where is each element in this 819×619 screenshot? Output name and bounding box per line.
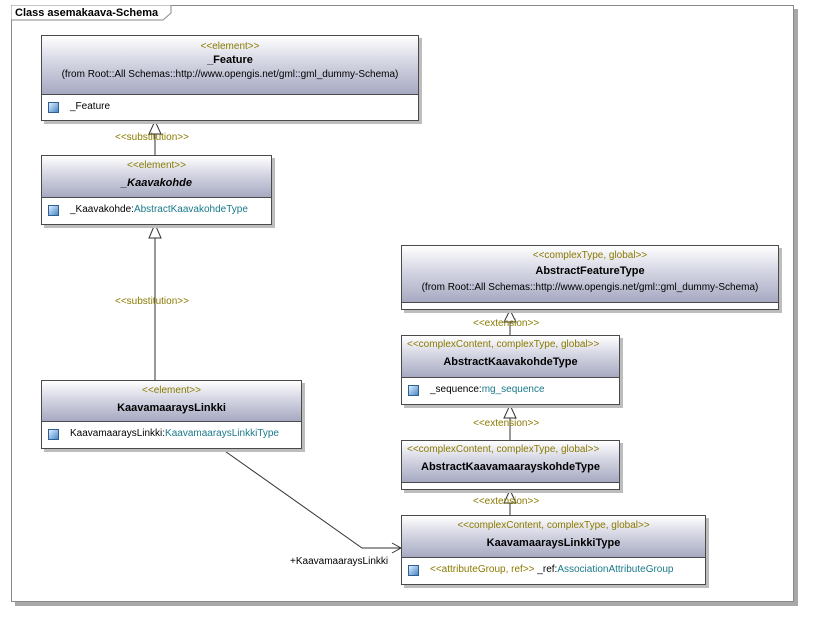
substitution-label-1: <<substitution>> <box>115 132 189 143</box>
substitution-arrowhead-2 <box>148 222 162 239</box>
substitution-arrowhead-1 <box>148 119 162 135</box>
class-feature-from: (from Root::All Schemas::http://www.open… <box>61 69 399 80</box>
class-kaavamaarayslinkki[interactable]: <<element>> KaavamaaraysLinkki Kaavamaar… <box>41 380 302 449</box>
attribute-icon <box>48 205 59 216</box>
class-kaavamaarayslinkkitype-attribute-stereotype: <<attributeGroup, ref>> <box>430 564 535 575</box>
class-feature-stereotype: <<element>> <box>200 41 260 52</box>
class-kaavamaarayslinkkitype-name: KaavamaaraysLinkkiType <box>486 537 621 549</box>
class-abstractkaavakohdetype-attribute-name: _sequence: <box>430 384 482 395</box>
class-abstractfeaturetype-name: AbstractFeatureType <box>535 265 645 277</box>
class-kaavakohde-stereotype: <<element>> <box>127 160 186 171</box>
class-kaavakohde-attribute: _Kaavakohde:AbstractKaavakohdeType <box>42 198 271 223</box>
class-abstractkaavakohdetype-attribute-type: mg_sequence <box>481 384 545 395</box>
class-kaavamaarayslinkkitype-attribute-name: _ref: <box>537 564 558 575</box>
class-kaavakohde-name: _Kaavakohde <box>121 177 192 189</box>
class-kaavamaarayslinkkitype[interactable]: <<complexContent, complexType, global>> … <box>401 515 706 585</box>
class-abstractkaavakohdetype-stereotype: <<complexContent, complexType, global>> <box>407 339 600 350</box>
frame-title-tab <box>11 5 172 21</box>
association-role-label: +KaavamaaraysLinkki <box>290 556 389 567</box>
class-abstractfeaturetype-stereotype: <<complexType, global>> <box>532 250 648 261</box>
class-kaavakohde-attribute-name: _Kaavakohde: <box>70 204 134 215</box>
attribute-icon <box>48 429 59 440</box>
class-abstractkaavakohdetype-attribute: _sequence:mg_sequence <box>402 378 619 403</box>
class-kaavamaarayslinkkitype-stereotype: <<complexContent, complexType, global>> <box>457 520 650 531</box>
class-abstractkaavamaarayskohdetype-stereotype: <<complexContent, complexType, global>> <box>407 444 600 455</box>
class-feature-attribute-text: _Feature <box>70 101 111 112</box>
class-abstractkaavakohdetype[interactable]: <<complexContent, complexType, global>> … <box>401 335 620 405</box>
class-kaavamaarayslinkki-attribute-type: KaavamaaraysLinkkiType <box>165 428 279 439</box>
extension-arrowhead-2 <box>503 403 517 419</box>
class-abstractkaavakohdetype-name: AbstractKaavakohdeType <box>443 356 578 368</box>
extension-label-2: <<extension>> <box>473 418 540 429</box>
class-feature[interactable]: <<element>> _Feature (from Root::All Sch… <box>41 35 419 121</box>
class-kaavakohde-attribute-type: AbstractKaavakohdeType <box>133 204 248 215</box>
class-abstractfeaturetype-from: (from Root::All Schemas::http://www.open… <box>421 282 759 293</box>
class-abstractkaavamaarayskohdetype[interactable]: <<complexContent, complexType, global>> … <box>401 440 620 490</box>
frame-title: Class asemakaava-Schema <box>15 7 159 19</box>
attribute-icon <box>408 385 419 396</box>
class-abstractkaavakohdetype-header: <<complexContent, complexType, global>> … <box>402 336 619 378</box>
class-feature-name: _Feature <box>207 54 253 66</box>
class-feature-attribute: _Feature <box>42 95 418 120</box>
class-kaavamaarayslinkkitype-attribute-type: AssociationAttributeGroup <box>557 564 674 575</box>
class-abstractkaavamaarayskohdetype-name: AbstractKaavamaarayskohdeType <box>421 461 600 473</box>
class-kaavamaarayslinkki-name: KaavamaaraysLinkki <box>117 402 226 414</box>
extension-arrowhead-3 <box>503 488 517 504</box>
class-kaavakohde[interactable]: <<element>> _Kaavakohde _Kaavakohde:Abst… <box>41 155 272 225</box>
class-kaavamaarayslinkki-header: <<element>> KaavamaaraysLinkki <box>42 381 301 422</box>
attribute-icon <box>48 102 59 113</box>
extension-label-1: <<extension>> <box>473 318 540 329</box>
class-abstractkaavamaarayskohdetype-compartment <box>402 483 619 490</box>
extension-label-3: <<extension>> <box>473 496 540 507</box>
class-kaavamaarayslinkki-stereotype: <<element>> <box>142 385 201 396</box>
class-abstractfeaturetype-header: <<complexType, global>> AbstractFeatureT… <box>402 246 778 303</box>
class-abstractkaavamaarayskohdetype-header: <<complexContent, complexType, global>> … <box>402 441 619 483</box>
association-line <box>221 448 401 549</box>
class-feature-header: <<element>> _Feature (from Root::All Sch… <box>42 36 418 95</box>
class-kaavamaarayslinkki-attribute: KaavamaaraysLinkki:KaavamaaraysLinkkiTyp… <box>42 422 301 447</box>
class-abstractfeaturetype[interactable]: <<complexType, global>> AbstractFeatureT… <box>401 245 779 310</box>
class-kaavamaarayslinkkitype-attribute: <<attributeGroup, ref>> _ref:Association… <box>402 558 705 583</box>
extension-arrowhead-1 <box>503 308 517 323</box>
class-kaavamaarayslinkkitype-header: <<complexContent, complexType, global>> … <box>402 516 705 558</box>
class-kaavakohde-header: <<element>> _Kaavakohde <box>42 156 271 198</box>
class-kaavamaarayslinkki-attribute-name: KaavamaaraysLinkki: <box>70 428 166 439</box>
substitution-label-2: <<substitution>> <box>115 296 189 307</box>
attribute-icon <box>408 565 419 576</box>
